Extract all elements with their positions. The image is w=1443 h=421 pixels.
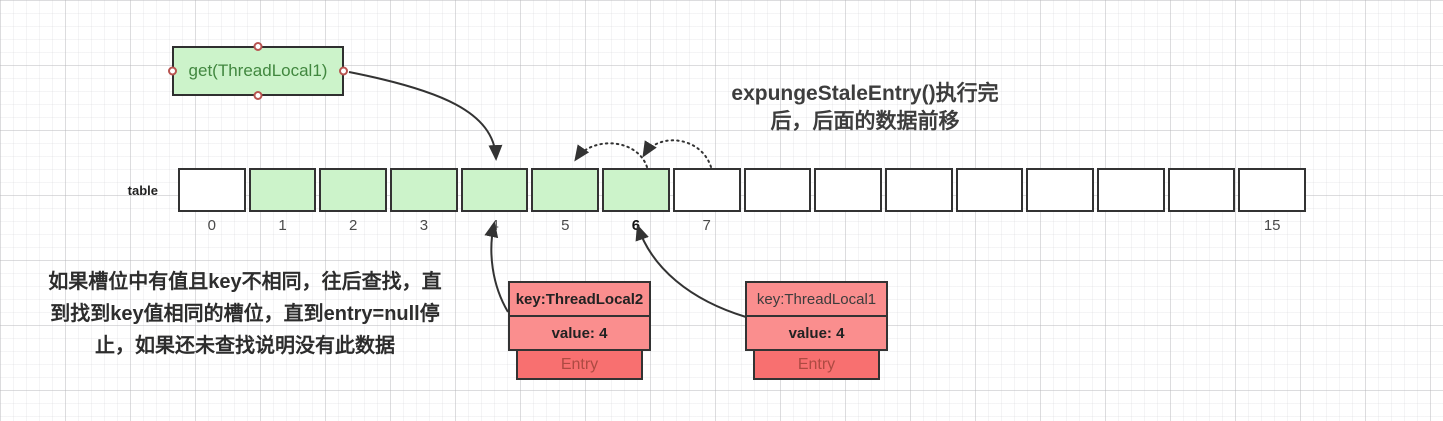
table-cell-8 bbox=[743, 168, 812, 212]
table-cell-11 bbox=[955, 168, 1024, 212]
index-label-12 bbox=[1026, 217, 1094, 237]
table-cell-15 bbox=[1238, 168, 1306, 212]
title-line-1: expungeStaleEntry()执行完 bbox=[731, 82, 999, 105]
index-label-0: 0 bbox=[207, 217, 217, 234]
entry-card-threadlocal2: key:ThreadLocal2 value: 4 Entry bbox=[508, 281, 651, 380]
index-labels: 0 1 2 3 4 5 6 7 15 bbox=[178, 217, 1306, 237]
note-line-1: 如果槽位中有值且key不相同，往后查找，直 bbox=[48, 271, 442, 293]
hash-table bbox=[178, 168, 1306, 212]
index-label-14 bbox=[1168, 217, 1236, 237]
table-cell-13 bbox=[1096, 168, 1165, 212]
dotted-shift-arrow-6-to-5 bbox=[574, 142, 648, 168]
arrow-get-to-cell4 bbox=[348, 71, 503, 161]
table-label: table bbox=[127, 183, 158, 198]
entry-tag: Entry bbox=[516, 349, 643, 380]
arrow-entry2box-to-cell4 bbox=[484, 221, 509, 313]
table-cell-2 bbox=[319, 168, 388, 212]
dotted-shift-arrow-7-to-6 bbox=[642, 139, 712, 168]
arrow-entry1box-to-cell6 bbox=[635, 224, 747, 318]
note-annotation: 如果槽位中有值且key不相同，往后查找，直 到找到key值相同的槽位，直到ent… bbox=[28, 266, 462, 362]
connection-point-icon bbox=[339, 66, 348, 76]
get-threadlocal-box: get(ThreadLocal1) bbox=[168, 42, 348, 100]
index-label-9 bbox=[814, 217, 882, 237]
title-annotation: expungeStaleEntry()执行完 后，后面的数据前移 bbox=[695, 80, 1035, 136]
table-cell-7 bbox=[672, 168, 741, 212]
connection-point-icon bbox=[253, 91, 263, 100]
index-label-15: 15 bbox=[1263, 217, 1281, 234]
table-cell-1 bbox=[248, 168, 317, 212]
entry-value-row: value: 4 bbox=[745, 315, 888, 351]
connection-point-icon bbox=[253, 42, 263, 51]
table-cell-4 bbox=[460, 168, 529, 212]
note-line-3: 止，如果还未查找说明没有此数据 bbox=[95, 335, 395, 357]
entry-key-row: key:ThreadLocal1 bbox=[745, 281, 888, 317]
connection-point-icon bbox=[168, 66, 177, 76]
table-cell-3 bbox=[390, 168, 458, 212]
table-cell-0 bbox=[178, 168, 246, 212]
entry-key-row: key:ThreadLocal2 bbox=[508, 281, 651, 317]
entry-value-row: value: 4 bbox=[508, 315, 651, 351]
index-label-2: 2 bbox=[349, 217, 358, 234]
entry-card-threadlocal1: key:ThreadLocal1 value: 4 Entry bbox=[745, 281, 888, 380]
table-cell-10 bbox=[884, 168, 953, 212]
table-cell-9 bbox=[814, 168, 882, 212]
index-label-13 bbox=[1097, 217, 1165, 237]
table-cell-6 bbox=[602, 168, 670, 212]
title-line-2: 后，后面的数据前移 bbox=[770, 110, 960, 133]
index-label-8 bbox=[744, 217, 812, 237]
index-label-5: 5 bbox=[561, 217, 570, 234]
index-label-6: 6 bbox=[631, 217, 641, 234]
index-label-7: 7 bbox=[702, 217, 711, 234]
table-cell-5 bbox=[531, 168, 600, 212]
index-label-10 bbox=[885, 217, 953, 237]
index-label-1: 1 bbox=[278, 217, 287, 234]
entry-tag: Entry bbox=[753, 349, 880, 380]
index-label-11 bbox=[956, 217, 1024, 237]
index-label-4: 4 bbox=[490, 217, 499, 234]
index-label-3: 3 bbox=[419, 217, 429, 234]
table-cell-14 bbox=[1167, 168, 1236, 212]
get-box-label: get(ThreadLocal1) bbox=[188, 61, 328, 80]
note-line-2: 到找到key值相同的槽位，直到entry=null停 bbox=[50, 303, 440, 325]
table-cell-12 bbox=[1026, 168, 1094, 212]
